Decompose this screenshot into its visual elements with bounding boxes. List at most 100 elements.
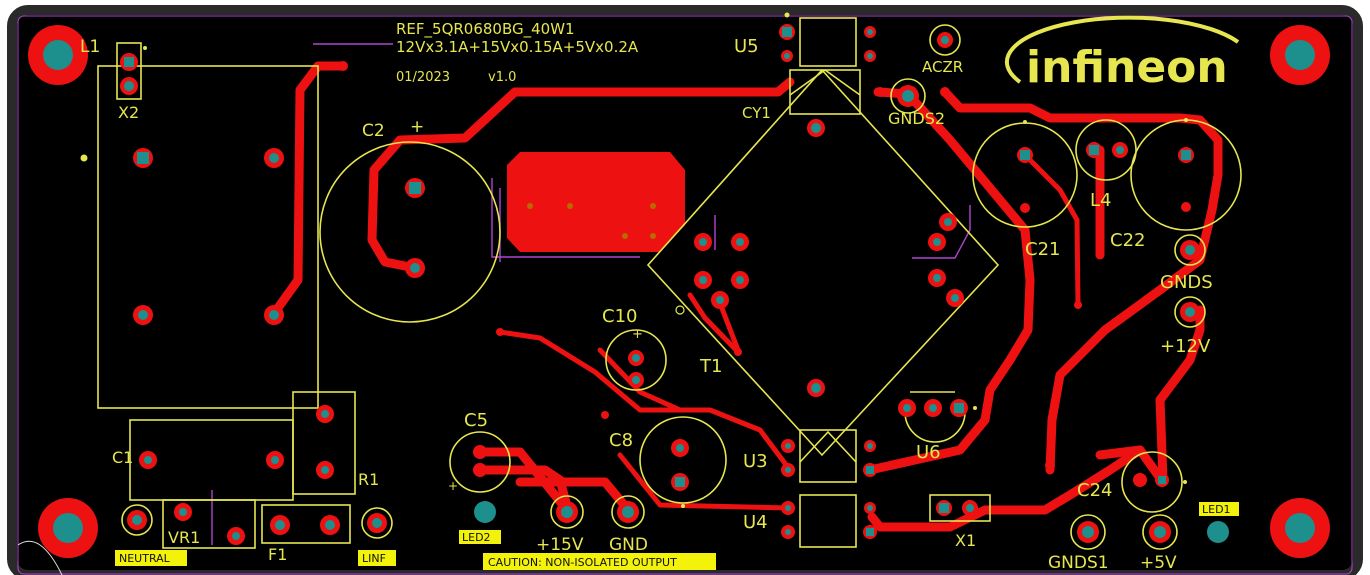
label-c5: C5 <box>464 410 488 431</box>
pad <box>270 515 290 535</box>
label-vr1: VR1 <box>168 528 200 547</box>
pad <box>781 501 795 515</box>
mounting-hole-top-right <box>1270 25 1330 85</box>
linf-tag: LINF <box>362 552 386 565</box>
pad <box>936 500 952 516</box>
mounting-hole-top-left <box>28 25 88 85</box>
tag-labels: NEUTRAL LINF LED2 LED1 CAUTION: NON-ISOL… <box>115 502 1239 570</box>
courtyard-lines <box>211 43 971 545</box>
designator-labels: L1 X2 C2 + CY1 U5 ACZR GNDS2 C21 L4 C22 … <box>80 36 1213 573</box>
pad <box>496 328 504 336</box>
label-c24: C24 <box>1077 480 1112 501</box>
label-c5-plus: + <box>448 479 458 493</box>
pad <box>1074 301 1082 309</box>
pad <box>405 258 425 278</box>
pad <box>1180 240 1200 260</box>
pad <box>367 513 387 533</box>
silkscreen-outlines <box>80 12 1242 550</box>
pad <box>1133 473 1169 487</box>
pad <box>316 405 334 423</box>
label-12v: +12V <box>1160 336 1211 357</box>
pad <box>807 119 825 137</box>
label-u6: U6 <box>916 442 941 463</box>
pad <box>694 233 712 251</box>
pad <box>264 148 284 168</box>
pad <box>731 271 749 289</box>
label-c10-plus: + <box>632 327 643 342</box>
pad <box>320 515 340 535</box>
pad <box>950 399 968 417</box>
pad <box>1017 147 1033 163</box>
pad <box>120 77 138 95</box>
pad <box>864 26 876 38</box>
pad <box>779 24 795 40</box>
board-version: v1.0 <box>488 70 516 85</box>
pad <box>928 269 946 287</box>
led2-tag-bg <box>459 530 501 544</box>
pad <box>127 510 147 530</box>
copper-traces <box>270 61 1223 532</box>
label-r1: R1 <box>358 470 379 489</box>
pad <box>898 399 916 417</box>
label-c2-plus: + <box>410 117 424 137</box>
board-title: REF_5QR0680BG_40W1 <box>396 20 575 39</box>
label-5v: +5V <box>1140 553 1177 573</box>
label-c10: C10 <box>602 306 637 327</box>
pad <box>473 445 487 477</box>
copper-pour-heatsink <box>507 152 685 252</box>
led1-pad <box>1207 521 1229 543</box>
pad <box>864 440 876 452</box>
led2-pad <box>474 501 496 523</box>
pad <box>174 503 192 521</box>
pad <box>1077 521 1099 543</box>
label-gnd: GND <box>609 535 648 555</box>
pad <box>939 213 957 231</box>
led2-tag: LED2 <box>462 531 491 544</box>
pad <box>781 50 793 62</box>
pad <box>139 451 157 469</box>
pad <box>1149 521 1171 543</box>
pad <box>617 501 639 523</box>
label-u4: U4 <box>743 512 768 533</box>
pad <box>807 379 825 397</box>
pad <box>1086 142 1102 158</box>
board-spec: 12Vx3.1A+15Vx0.15A+5Vx0.2A <box>396 38 639 56</box>
label-c2: C2 <box>362 121 385 141</box>
pad <box>1112 142 1128 158</box>
caution-tag: CAUTION: NON-ISOLATED OUTPUT <box>488 556 677 569</box>
pad <box>120 53 138 71</box>
label-f1: F1 <box>268 545 287 564</box>
label-gnds1: GNDS1 <box>1048 553 1109 573</box>
pad <box>864 502 876 514</box>
mounting-hole-bottom-right <box>1270 498 1330 558</box>
linf-tag-bg <box>358 550 396 566</box>
pad <box>264 305 284 325</box>
pad <box>601 411 609 419</box>
pad <box>863 463 877 477</box>
pad <box>1045 460 1055 470</box>
pad <box>266 451 284 469</box>
pad <box>711 291 729 309</box>
pad <box>781 439 795 453</box>
pad <box>133 148 153 168</box>
logo-text: infineon <box>1026 42 1228 93</box>
label-c8: C8 <box>609 430 633 451</box>
pad <box>316 461 334 479</box>
label-l1: L1 <box>80 37 100 57</box>
pad <box>946 289 964 307</box>
pad <box>628 372 644 388</box>
pad <box>864 50 876 62</box>
pad <box>924 399 942 417</box>
pad <box>671 439 689 457</box>
pad <box>338 61 348 71</box>
label-l4: L4 <box>1090 190 1111 211</box>
pad <box>556 501 578 523</box>
label-c21: C21 <box>1025 239 1060 260</box>
pad <box>897 85 919 107</box>
label-gnds2: GNDS2 <box>888 109 945 128</box>
label-u5: U5 <box>734 36 759 57</box>
pad <box>133 305 153 325</box>
label-c22: C22 <box>1110 230 1145 251</box>
component-pads <box>120 24 1229 545</box>
